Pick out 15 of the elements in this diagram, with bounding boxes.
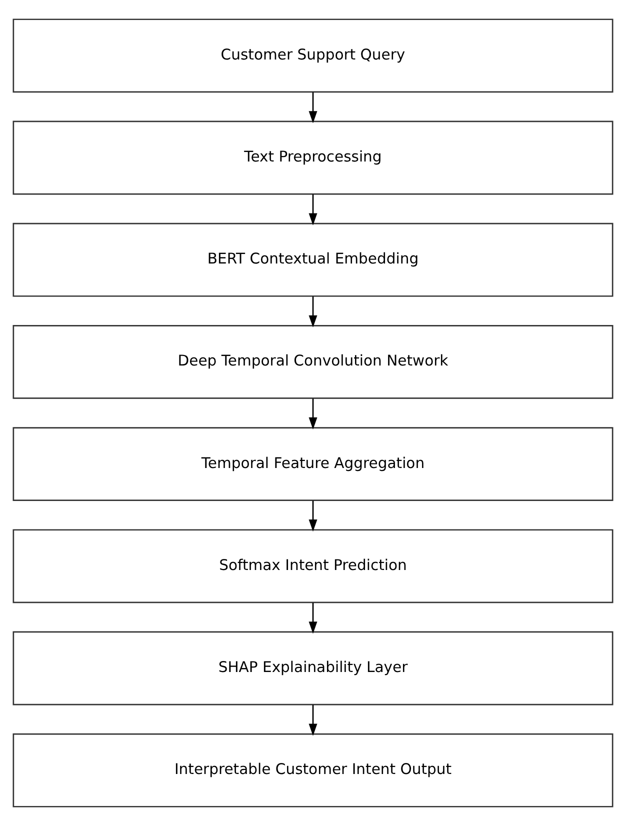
arrow: [308, 296, 318, 328]
arrow: [308, 602, 318, 634]
node-box: Text Preprocessing: [12, 120, 614, 195]
arrow: [308, 398, 318, 430]
node-box: BERT Contextual Embedding: [12, 222, 614, 297]
arrow: [308, 500, 318, 532]
node-box: Customer Support Query: [12, 18, 614, 93]
node-box: Interpretable Customer Intent Output: [12, 733, 614, 808]
arrow: [308, 92, 318, 124]
node-box: Temporal Feature Aggregation: [12, 427, 614, 501]
node-box: Deep Temporal Convolution Network: [12, 325, 614, 399]
node-box: Softmax Intent Prediction: [12, 529, 614, 604]
arrow: [308, 704, 318, 736]
node-box: SHAP Explainability Layer: [12, 631, 614, 706]
arrow: [308, 194, 318, 226]
